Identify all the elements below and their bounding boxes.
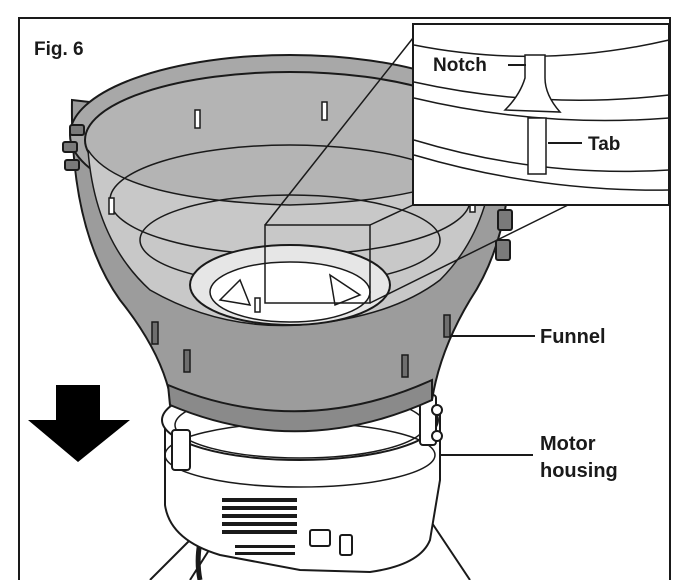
motor-housing-label-line1: Motor [540,433,596,455]
down-arrow-icon [28,385,130,462]
funnel [62,54,513,433]
rim-grips-left [62,124,85,171]
tab-shape [527,117,547,175]
side-clip-left [171,429,191,471]
funnel-bottom-band [166,378,433,433]
lower-clips [151,314,451,378]
vent-grille [222,498,297,555]
notch-shape [503,54,562,113]
detail-source-box [264,224,371,304]
power-switch [309,529,331,547]
rim-grips-right [495,209,513,261]
figure-label: Fig. 6 [34,39,84,60]
inset-detail [412,23,670,206]
inset-frame [412,23,670,206]
detail-indicator [264,37,569,304]
funnel-label: Funnel [540,326,606,348]
tab-label: Tab [588,134,620,155]
motor-housing-label-line2: housing [540,460,618,482]
figure-frame [18,17,671,580]
notch-label: Notch [433,55,487,76]
